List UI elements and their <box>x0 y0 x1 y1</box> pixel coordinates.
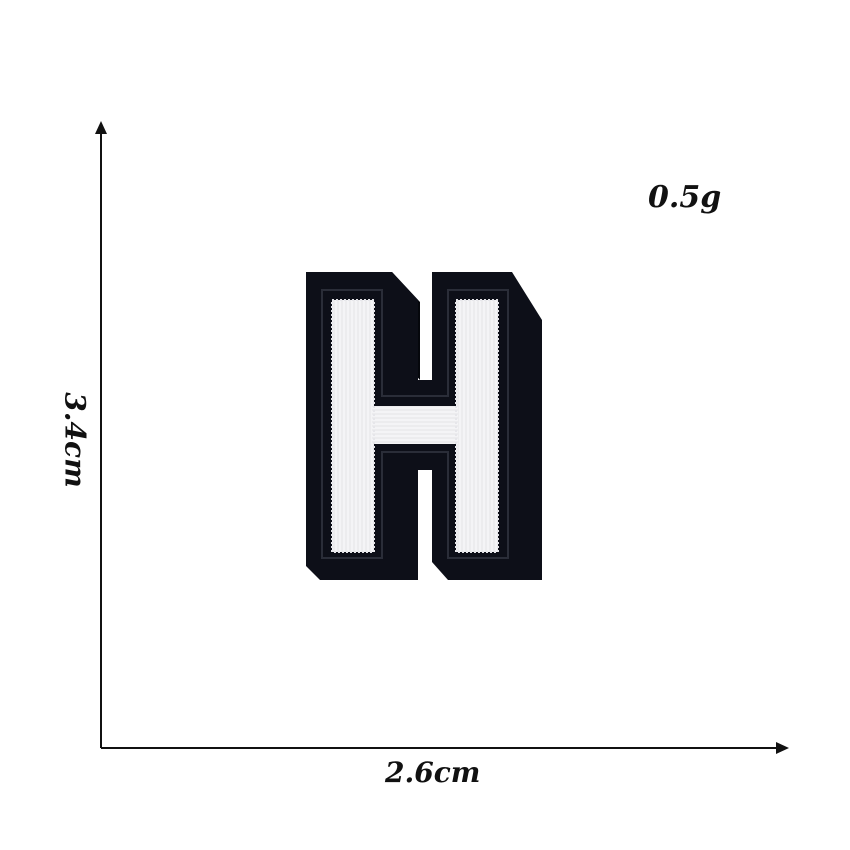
weight-label: 0.5g <box>648 180 722 215</box>
patch-inner-outline <box>321 289 509 559</box>
h-right-stem <box>456 300 498 552</box>
width-arrow-icon <box>776 742 789 754</box>
h-left-stem <box>332 300 374 552</box>
height-label: 3.4cm <box>58 392 92 488</box>
h-crossbar <box>372 406 458 444</box>
height-arrow-icon <box>95 121 107 134</box>
width-label: 2.6cm <box>385 756 481 789</box>
